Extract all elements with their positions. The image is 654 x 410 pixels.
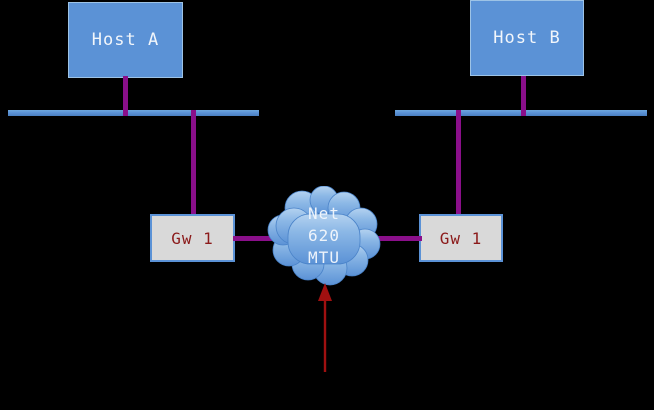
gw-left-label: Gw 1 [171, 228, 214, 248]
gw-right-label: Gw 1 [439, 228, 483, 248]
link-bus-right-to-gw-right [456, 110, 461, 216]
annotation-arrow-up [312, 282, 338, 372]
host-a-label: Host A [91, 30, 160, 50]
link-host-a-to-bus [123, 76, 128, 116]
node-gw-left[interactable]: Gw 1 [150, 214, 235, 262]
cloud-shape-icon [267, 186, 381, 286]
link-bus-left-to-gw-left [191, 110, 196, 216]
node-gw-right[interactable]: Gw 1 [419, 214, 503, 262]
node-host-a[interactable]: Host A [68, 2, 183, 78]
link-gw-left-to-cloud [233, 236, 285, 241]
host-b-label: Host B [493, 28, 561, 48]
node-network-cloud[interactable]: Net 620 MTU [266, 186, 382, 286]
link-host-b-to-bus [521, 76, 526, 116]
arrow-up-icon [318, 283, 332, 372]
node-host-b[interactable]: Host B [470, 0, 584, 76]
bus-left [8, 110, 259, 116]
link-cloud-to-gw-right [372, 236, 422, 241]
